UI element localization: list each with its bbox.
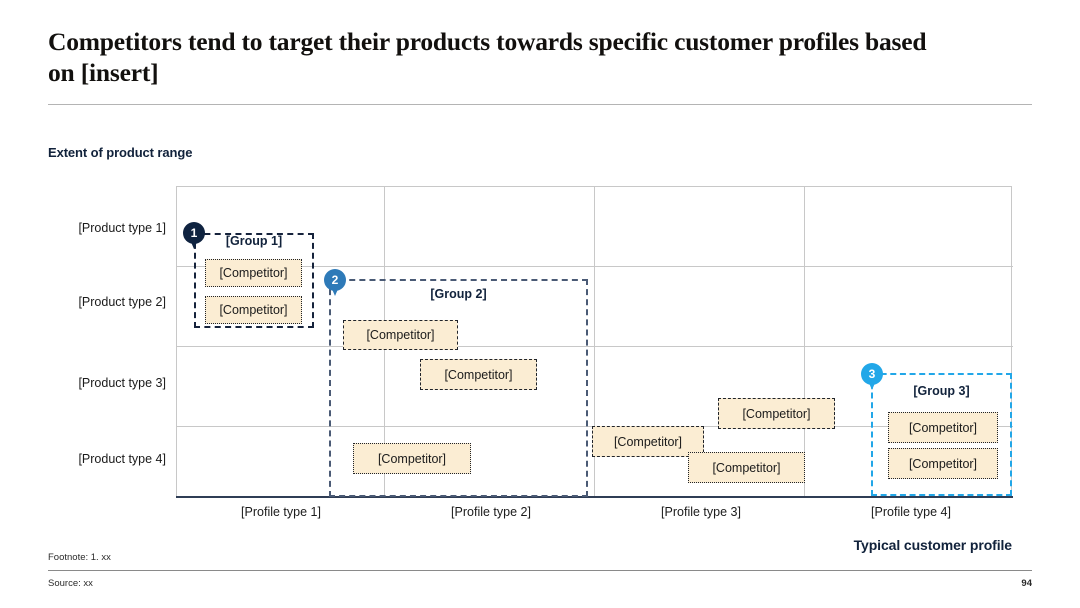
- marker-badge-2[interactable]: 2: [324, 269, 346, 296]
- competitor-box[interactable]: [Competitor]: [420, 359, 537, 390]
- group-2-label: [Group 2]: [430, 287, 487, 301]
- competitor-box[interactable]: [Competitor]: [718, 398, 835, 429]
- page-number: 94: [1021, 578, 1032, 589]
- group-box-1[interactable]: [Group 1]: [194, 233, 314, 328]
- source-text: Source: xx: [48, 578, 93, 589]
- competitor-box[interactable]: [Competitor]: [688, 452, 805, 483]
- marker-badge-1-label: 1: [190, 226, 198, 240]
- x-tick-label-1: [Profile type 1]: [241, 505, 321, 519]
- x-tick-label-2: [Profile type 2]: [451, 505, 531, 519]
- competitor-box[interactable]: [Competitor]: [205, 296, 302, 324]
- y-tick-label-3: [Product type 3]: [78, 376, 166, 390]
- marker-badge-1[interactable]: 1: [183, 222, 205, 249]
- marker-badge-3[interactable]: 3: [861, 363, 883, 390]
- group-box-3[interactable]: [Group 3]: [871, 373, 1012, 496]
- competitor-box[interactable]: [Competitor]: [888, 412, 998, 443]
- x-axis-line: [176, 496, 1013, 498]
- competitor-box[interactable]: [Competitor]: [353, 443, 471, 474]
- title-divider: [48, 104, 1032, 105]
- gridline-horizontal-1: [177, 266, 1013, 267]
- gridline-vertical-2: [594, 187, 595, 498]
- footer-divider: [48, 570, 1032, 571]
- x-axis-title: Typical customer profile: [853, 537, 1012, 553]
- marker-badge-2-label: 2: [331, 273, 339, 287]
- footnote-text: Footnote: 1. xx: [48, 552, 111, 563]
- gridline-horizontal-2: [177, 346, 1013, 347]
- group-box-2[interactable]: [Group 2]: [329, 279, 588, 497]
- group-3-label: [Group 3]: [913, 384, 970, 398]
- marker-badge-3-label: 3: [868, 367, 876, 381]
- x-tick-label-3: [Profile type 3]: [661, 505, 741, 519]
- competitor-box[interactable]: [Competitor]: [888, 448, 998, 479]
- competitor-box[interactable]: [Competitor]: [205, 259, 302, 287]
- group-1-label: [Group 1]: [225, 234, 283, 248]
- y-axis-title: Extent of product range: [48, 145, 193, 160]
- y-tick-label-2: [Product type 2]: [78, 295, 166, 309]
- page-title: Competitors tend to target their product…: [48, 27, 927, 87]
- x-tick-label-4: [Profile type 4]: [871, 505, 951, 519]
- gridline-vertical-3: [804, 187, 805, 498]
- competitor-box[interactable]: [Competitor]: [343, 320, 458, 350]
- y-tick-label-1: [Product type 1]: [78, 221, 166, 235]
- y-tick-label-4: [Product type 4]: [78, 452, 166, 466]
- competitor-box[interactable]: [Competitor]: [592, 426, 704, 457]
